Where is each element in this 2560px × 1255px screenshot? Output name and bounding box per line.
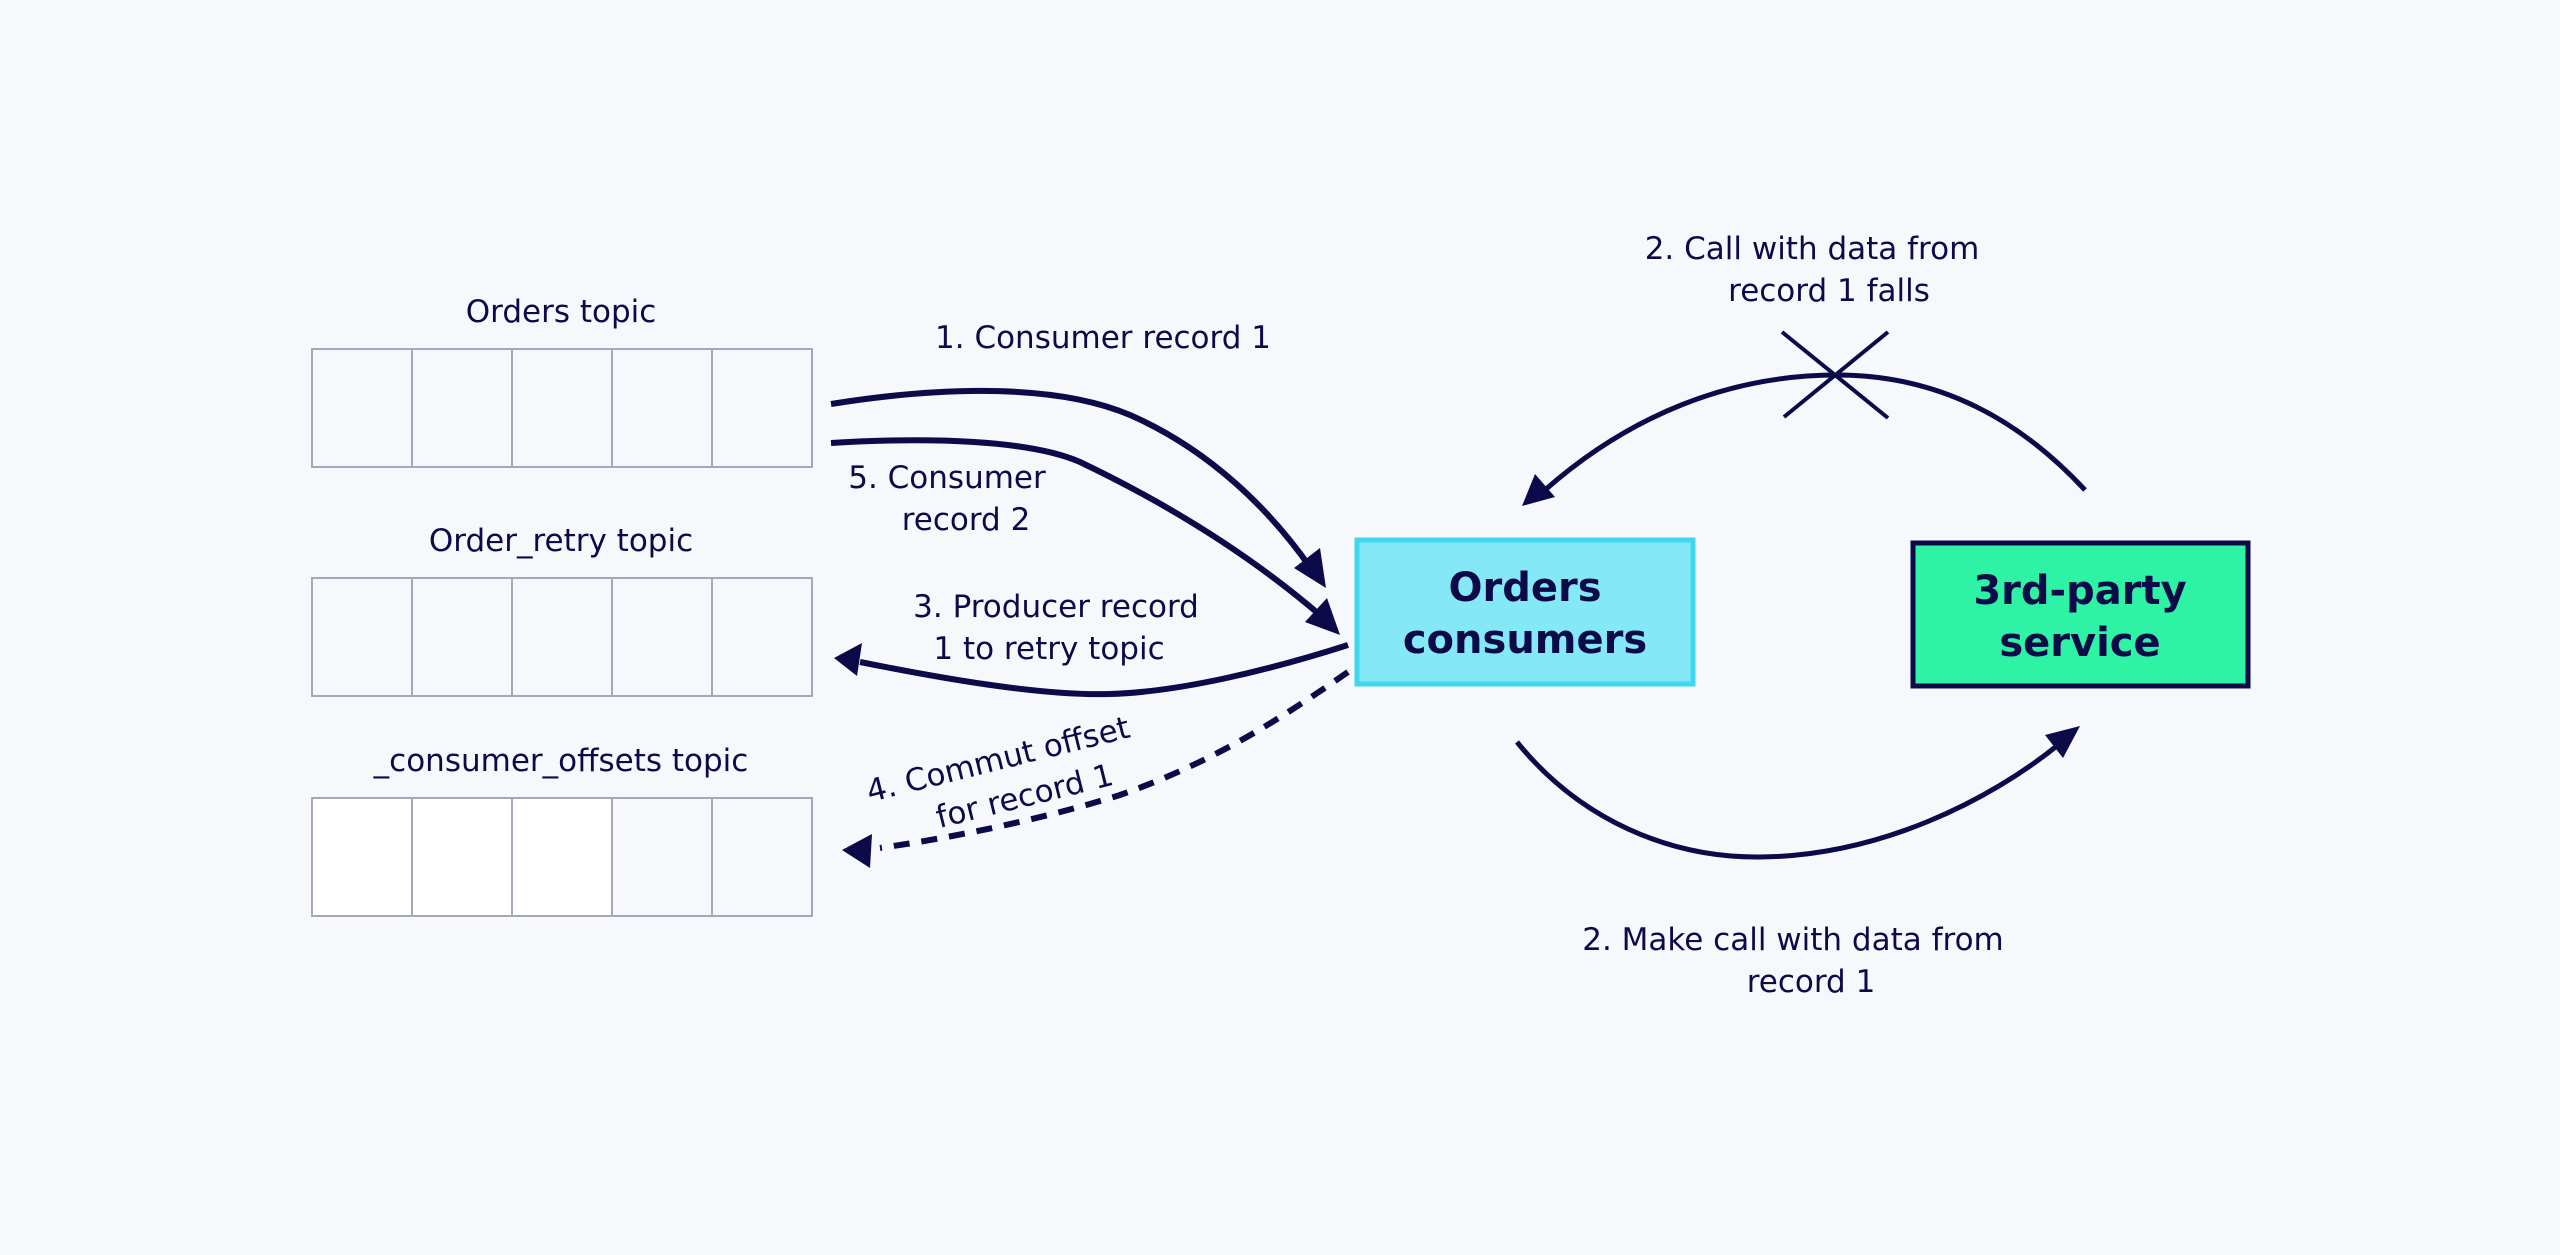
topic-partition-cell — [411, 577, 513, 697]
consumer-record-1-line — [830, 387, 1313, 569]
topic-partition-cell — [611, 348, 713, 468]
topic-partition-cell — [511, 797, 613, 917]
topic-partition-cell — [311, 797, 413, 917]
third-party-label-line1: 3rd-party — [1973, 568, 2186, 614]
topic-partition-cell — [411, 797, 513, 917]
failure-x-icon — [1780, 330, 1890, 420]
orders-consumers-node: Orders consumers — [1354, 537, 1696, 687]
topic-partition-cell — [511, 348, 613, 468]
orders-topic-label: Orders topic — [466, 294, 657, 330]
consumer-record-2-label-line1: 5. Consumer — [848, 460, 1046, 496]
make-call-label-line1: 2. Make call with data from — [1582, 922, 2004, 958]
third-party-label-line2: service — [1999, 620, 2160, 666]
make-call-label-line2: record 1 — [1747, 964, 1876, 1000]
commit-offset-line — [879, 669, 1350, 851]
arrowhead-icon — [2045, 726, 2080, 758]
arrowhead-icon — [834, 643, 862, 676]
consumer-record-1-label: 1. Consumer record 1 — [935, 320, 1271, 356]
third-party-service-box — [1910, 540, 2251, 689]
topic-partition-cell — [311, 348, 413, 468]
consumer-offsets-topic-label: _consumer_offsets topic — [373, 743, 749, 779]
edge-consumer-record-2: 5. Consumer record 2 — [830, 437, 1340, 635]
orders-topic — [311, 348, 813, 468]
producer-record-label-line2: 1 to retry topic — [933, 631, 1164, 667]
topic-partition-cell — [711, 577, 813, 697]
orders-consumers-label-line2: consumers — [1403, 617, 1647, 663]
edge-producer-record: 3. Producer record 1 to retry topic — [834, 589, 1349, 698]
topic-partition-cell — [611, 577, 713, 697]
topic-partition-cell — [411, 348, 513, 468]
arrowhead-icon — [1522, 474, 1555, 506]
consumer-record-2-line — [830, 437, 1322, 618]
edge-commit-offset: 4. Commut offset for record 1 — [842, 669, 1350, 868]
order-retry-topic-label: Order_retry topic — [429, 523, 693, 559]
orders-consumers-box — [1354, 537, 1696, 687]
consumer-offsets-topic — [311, 797, 813, 917]
edge-call-fails: 2. Call with data from record 1 falls — [1522, 231, 2087, 506]
topic-partition-cell — [511, 577, 613, 697]
call-fails-label-line1: 2. Call with data from — [1645, 231, 1980, 267]
arrowhead-icon — [1305, 598, 1340, 635]
order-retry-topic — [311, 577, 813, 697]
make-call-line — [1515, 740, 2060, 860]
topic-partition-cell — [711, 797, 813, 917]
producer-record-line — [859, 642, 1349, 698]
edge-consumer-record-1: 1. Consumer record 1 — [830, 320, 1326, 588]
topic-partition-cell — [711, 348, 813, 468]
consumer-record-2-label-line2: record 2 — [902, 502, 1031, 538]
producer-record-label-line1: 3. Producer record — [913, 589, 1199, 625]
arrowhead-icon — [1294, 548, 1326, 588]
topic-partition-cell — [311, 577, 413, 697]
third-party-service-node: 3rd-party service — [1910, 540, 2251, 689]
edge-make-call: 2. Make call with data from record 1 — [1515, 726, 2080, 1000]
topic-partition-cell — [611, 797, 713, 917]
call-fails-label-line2: record 1 falls — [1728, 273, 1930, 309]
arrowhead-icon — [842, 834, 872, 868]
orders-consumers-label-line1: Orders — [1448, 565, 1601, 611]
